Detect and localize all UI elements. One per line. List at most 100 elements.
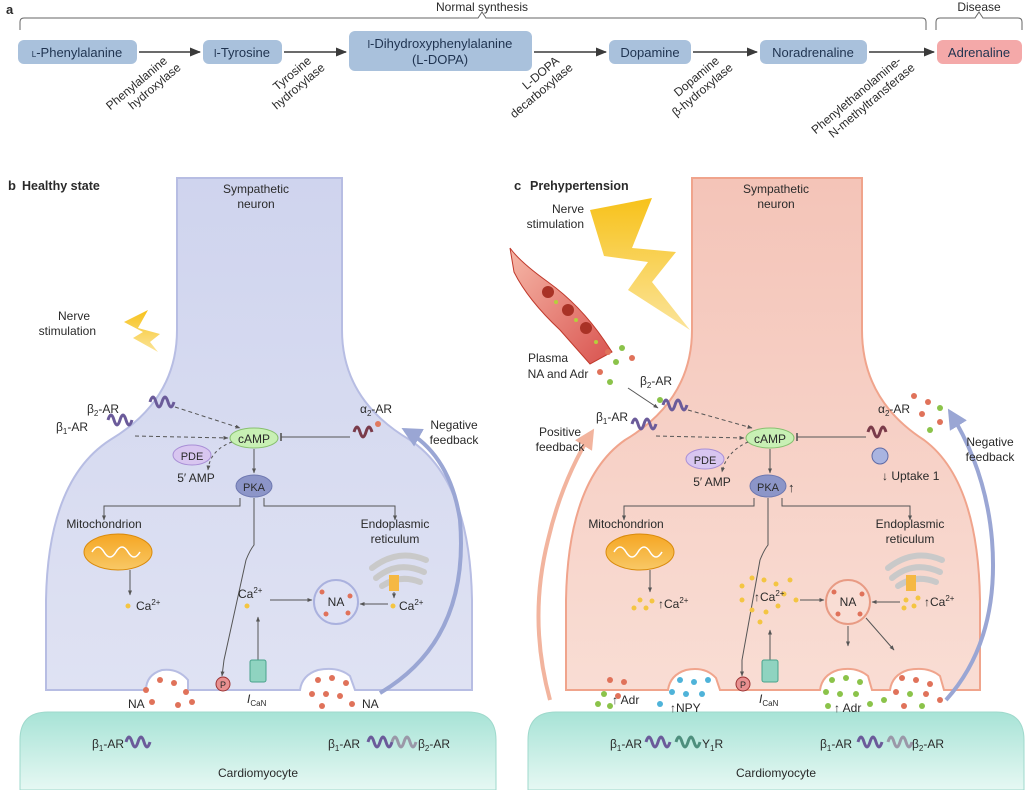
pka-to-mito-b [102, 498, 241, 521]
phospho-c-icon [735, 676, 751, 692]
b2ar-cardio-c-icon [886, 735, 914, 749]
npy-label: ↑NPY [670, 701, 701, 715]
stim-c-1: Nerve [552, 202, 584, 216]
uptake-label: ↓ Uptake 1 [882, 469, 940, 483]
compound-pill-tyrosine [203, 40, 282, 64]
vesicle-b-dot [347, 593, 353, 599]
normal-synthesis-label: Normal synthesis [436, 0, 528, 14]
neuron-c-label-1: Sympathetic [743, 182, 809, 196]
pka-b-label: PKA [243, 482, 266, 494]
b1ar-cardio-b2-icon [366, 735, 394, 749]
npy-dots [657, 677, 711, 707]
panel-c: Cardiomyocyte c Prehypertension Sympathe… [509, 177, 1025, 790]
y1r-icon [674, 735, 702, 749]
neuron-c-label-2: neuron [757, 197, 794, 211]
er-c-label-2: reticulum [886, 532, 935, 546]
plasma-dot [574, 318, 578, 322]
camp-b-label: cAMP [238, 432, 270, 446]
er-b-label-1: Endoplasmic [361, 517, 430, 531]
b2ar-c-icon [661, 398, 689, 412]
cardiomyocyte-b [19, 711, 497, 790]
neuron-b-label-2: neuron [237, 197, 274, 211]
vesicle-c-na: NA [840, 595, 857, 609]
b1ar-b-icon [106, 413, 134, 427]
b1ar-cardio-c: β1-AR [610, 737, 642, 753]
compound-pill-dopamine [609, 40, 691, 64]
panel-c-letter: c [514, 178, 521, 193]
pka-to-er-b [263, 498, 397, 521]
b2ar-b-icon [148, 395, 176, 409]
vesicle-b-na: NA [328, 595, 345, 609]
pde-arrow-c [720, 441, 749, 473]
vesicle-b-dot [319, 589, 325, 595]
a2ar-b-ligand [375, 421, 381, 427]
rbc [562, 304, 574, 316]
plasma-dot [554, 300, 558, 304]
er-channel-b [389, 575, 399, 591]
disease-label: Disease [957, 0, 1001, 14]
ca-dots-mito-c [631, 597, 655, 611]
bolt-c-icon [590, 198, 690, 330]
stim-b-2: stimulation [39, 324, 96, 338]
compound-pill-adrenaline [937, 40, 1022, 64]
b2ar-cardio-b: β2-AR [418, 737, 450, 753]
panel-b-title: Healthy state [22, 179, 100, 193]
ca-dot-cyto-b [244, 603, 250, 609]
panel-a: a Normal synthesis Disease l-Phenylalani… [6, 0, 1023, 141]
plasma-label-2: NA and Adr [528, 367, 589, 381]
enzyme-pnmt: Phenylethanolamine- N-methyltransferase [809, 54, 918, 141]
b2ar-to-camp-b [174, 406, 241, 429]
compound-tyrosine: l-Tyrosine [214, 45, 270, 60]
camp-c-node [745, 427, 795, 449]
mito-b-cristae [91, 546, 141, 558]
ca-cloud-c [739, 575, 799, 625]
ican-channel-b-icon [249, 659, 267, 683]
y1r-label: Y1R [702, 737, 723, 753]
phospho-b-label: P [220, 680, 226, 690]
vesicle-c-dot [859, 591, 865, 597]
neg-feedback-b-2: feedback [430, 433, 480, 447]
er-channel-c [906, 575, 916, 591]
b1ar-cardio-c-icon [644, 735, 672, 749]
pos-feedback-2: feedback [536, 440, 586, 454]
mitochondrion-c-icon [605, 533, 675, 571]
rbc [580, 322, 592, 334]
b2ar-b-label: β2-AR [87, 402, 119, 418]
pka-c-node [749, 474, 787, 498]
adr-release-right [823, 675, 887, 709]
compound-ldopa-line2: (L-DOPA) [412, 52, 468, 67]
b1ar-cardio-b-icon [124, 735, 152, 749]
plasma-to-b2ar [627, 387, 659, 409]
plasma-na [629, 355, 635, 361]
panel-b: Cardiomyocyte b Healthy state Sympatheti… [8, 177, 497, 790]
pka-to-p-c [740, 498, 769, 677]
neuron-b-label-1: Sympathetic [223, 182, 289, 196]
negative-feedback-c-arrow [944, 408, 996, 702]
pde-arrow-b [206, 441, 233, 471]
uptake-transporter-icon [871, 447, 889, 465]
b1ar-b-label: β1-AR [56, 420, 88, 436]
mixed-release-far-right [893, 675, 943, 709]
ca-er-b: Ca2+ [399, 598, 424, 613]
ca-cyto-c: ↑Ca2+ [754, 589, 785, 604]
cardio-c-label: Cardiomyocyte [736, 766, 816, 780]
b1ar-cardio-b2: β1-AR [328, 737, 360, 753]
neg-feedback-b-1: Negative [430, 418, 478, 432]
adr-up-label-left: ↑ Adr [612, 693, 639, 707]
phospho-b-icon [215, 676, 231, 692]
blood-vessel-icon [509, 247, 613, 365]
bolt-b-icon [124, 310, 160, 352]
pka-to-p-b [220, 498, 255, 677]
compound-dopamine: Dopamine [620, 45, 679, 60]
ca-dot-b [125, 603, 131, 609]
pka-c-label: PKA [757, 482, 780, 494]
pka-to-er-c [781, 498, 912, 521]
plasma-label-1: Plasma [528, 351, 568, 365]
b1ar-cardio-c2: β1-AR [820, 737, 852, 753]
adr-up-label-right: ↑ Adr [834, 701, 861, 715]
positive-feedback-arrow [536, 428, 595, 701]
neg-feedback-c-1: Negative [966, 435, 1014, 449]
plasma-adr [619, 345, 625, 351]
pde-c-label: PDE [694, 455, 717, 467]
